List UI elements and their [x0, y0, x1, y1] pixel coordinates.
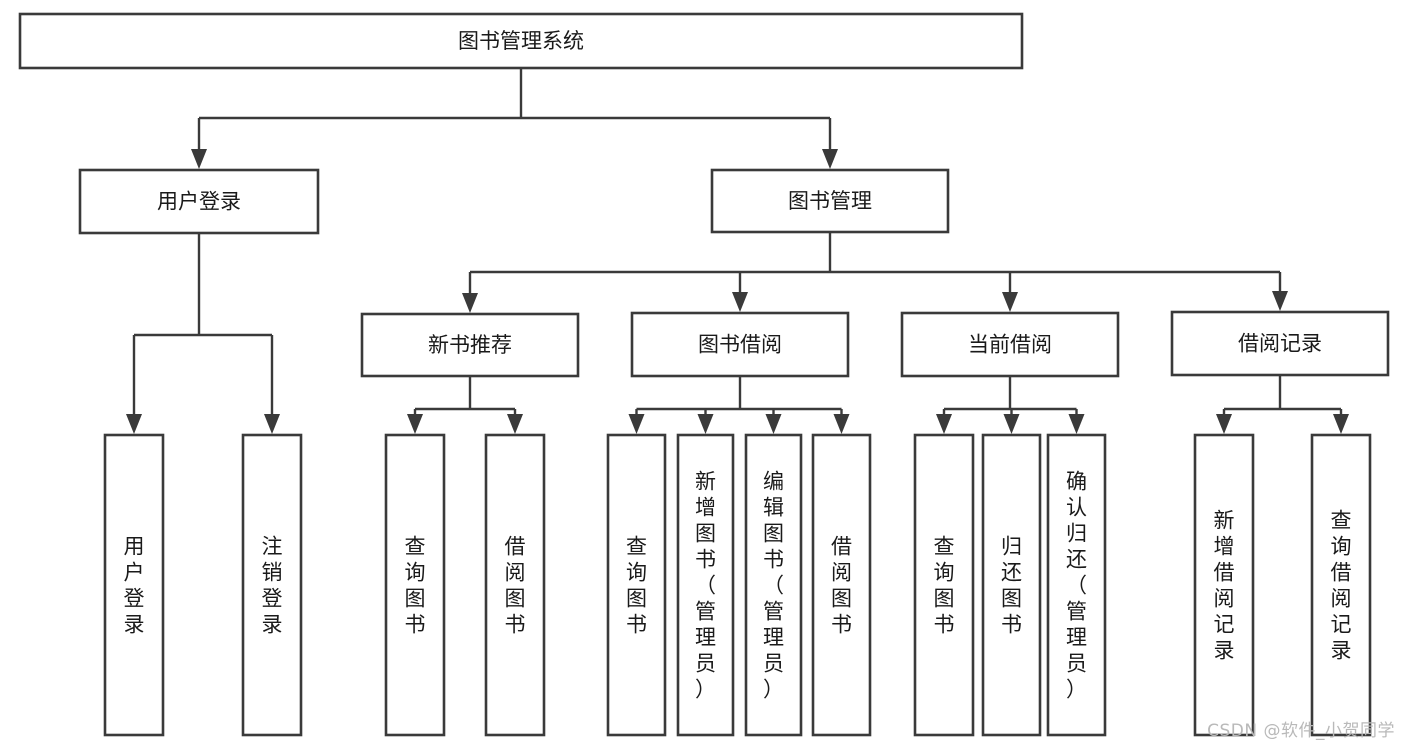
node-label: 新增借阅记录	[1214, 508, 1235, 662]
node-label: 借阅图书	[505, 534, 526, 636]
node-layer: 图书管理系统用户登录图书管理新书推荐图书借阅当前借阅借阅记录用户登录注销登录查询…	[18, 12, 1390, 737]
node-book-manage[interactable]: 图书管理	[710, 168, 950, 234]
node-label: 借阅记录	[1238, 332, 1322, 356]
node-leaf-add-record[interactable]: 新增借阅记录	[1193, 433, 1255, 737]
node-box	[606, 433, 667, 737]
arrow-head-icon	[507, 414, 523, 434]
arrow-head-icon	[833, 414, 850, 434]
node-leaf-add-book[interactable]: 新增图书（管理员）	[676, 433, 735, 737]
node-label: 图书借阅	[698, 333, 782, 357]
node-box	[1170, 310, 1390, 377]
node-box	[710, 168, 950, 234]
arrow-head-icon	[1003, 414, 1020, 434]
node-book-borrow[interactable]: 图书借阅	[630, 311, 850, 378]
arrow-head-icon	[936, 414, 952, 434]
arrow-head-icon	[697, 414, 714, 434]
node-label: 图书管理	[788, 189, 872, 213]
arrow-head-icon	[1216, 414, 1232, 434]
node-label: 查询图书	[626, 534, 647, 636]
node-box	[744, 433, 803, 737]
node-box	[630, 311, 850, 378]
arrow-head-icon	[126, 414, 142, 434]
node-box	[78, 168, 320, 235]
arrow-head-icon	[191, 149, 207, 169]
node-leaf-confirm-return[interactable]: 确认归还（管理员）	[1046, 433, 1107, 737]
node-new-book-rec[interactable]: 新书推荐	[360, 312, 580, 378]
arrow-head-icon	[822, 149, 838, 169]
node-label: 新书推荐	[428, 333, 512, 357]
node-user-login[interactable]: 用户登录	[78, 168, 320, 235]
arrow-head-icon	[462, 293, 478, 313]
node-label: 用户登录	[124, 534, 145, 636]
node-leaf-query-book-1[interactable]: 查询图书	[384, 433, 446, 737]
node-label: 借阅图书	[831, 534, 852, 636]
arrow-head-icon	[765, 414, 782, 434]
node-label: 查询图书	[405, 534, 426, 636]
node-borrow-record[interactable]: 借阅记录	[1170, 310, 1390, 377]
node-box	[360, 312, 580, 378]
node-leaf-query-record[interactable]: 查询借阅记录	[1310, 433, 1372, 737]
node-box	[811, 433, 872, 737]
node-box	[900, 311, 1120, 378]
node-box	[103, 433, 165, 737]
node-box	[676, 433, 735, 737]
node-label: 查询借阅记录	[1331, 508, 1352, 662]
arrow-head-icon	[1002, 292, 1018, 312]
node-box	[484, 433, 546, 737]
connector-layer	[126, 68, 1349, 434]
node-leaf-return-book[interactable]: 归还图书	[981, 433, 1042, 737]
node-box	[1046, 433, 1107, 737]
node-leaf-edit-book[interactable]: 编辑图书（管理员）	[744, 433, 803, 737]
node-leaf-borrow-book-1[interactable]: 借阅图书	[484, 433, 546, 737]
node-label: 归还图书	[1001, 534, 1022, 636]
node-label: 当前借阅	[968, 333, 1052, 357]
node-box	[18, 12, 1024, 70]
node-box	[241, 433, 303, 737]
node-current-borrow[interactable]: 当前借阅	[900, 311, 1120, 378]
node-label: 查询图书	[934, 534, 955, 636]
arrow-head-icon	[732, 292, 748, 312]
node-label: 确认归还（管理员）	[1066, 469, 1087, 701]
arrow-head-icon	[1068, 414, 1085, 434]
node-leaf-borrow-book-2[interactable]: 借阅图书	[811, 433, 872, 737]
node-root[interactable]: 图书管理系统	[18, 12, 1024, 70]
arrow-head-icon	[1333, 414, 1349, 434]
node-box	[981, 433, 1042, 737]
node-box	[1193, 433, 1255, 737]
arrow-head-icon	[264, 414, 280, 434]
node-leaf-user-login[interactable]: 用户登录	[103, 433, 165, 737]
node-label: 注销登录	[262, 534, 283, 636]
node-label: 编辑图书（管理员）	[763, 469, 784, 701]
node-box	[384, 433, 446, 737]
csdn-watermark: CSDN @软件_小贺同学	[1207, 721, 1395, 741]
arrow-head-icon	[407, 414, 423, 434]
node-label: 图书管理系统	[458, 29, 584, 53]
node-leaf-logout[interactable]: 注销登录	[241, 433, 303, 737]
node-box	[1310, 433, 1372, 737]
arrow-head-icon	[1272, 291, 1288, 311]
arrow-head-icon	[628, 414, 645, 434]
node-box	[913, 433, 975, 737]
node-label: 用户登录	[157, 190, 241, 214]
node-label: 新增图书（管理员）	[695, 469, 716, 701]
node-leaf-query-book-3[interactable]: 查询图书	[913, 433, 975, 737]
node-leaf-query-book-2[interactable]: 查询图书	[606, 433, 667, 737]
